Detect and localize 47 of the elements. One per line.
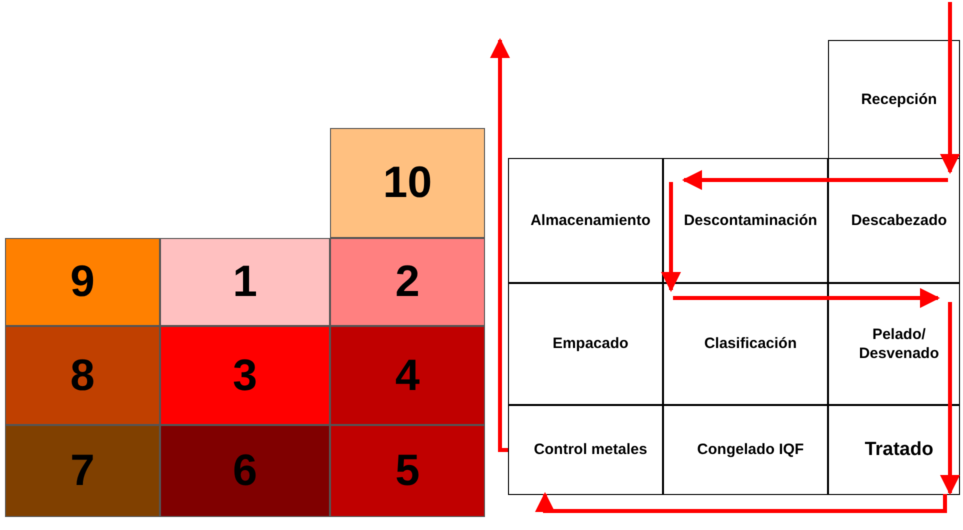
zone-number: 2 <box>395 257 420 307</box>
zone-number: 4 <box>395 350 420 400</box>
process-cell <box>508 405 663 495</box>
process-label: Descabezado <box>851 210 947 230</box>
zone-number: 10 <box>383 158 432 208</box>
process-label: Recepción <box>861 90 937 110</box>
process-label: Empacado <box>552 334 628 354</box>
zone-cell <box>330 238 485 326</box>
process-cell <box>508 158 663 283</box>
process-cell <box>663 158 828 283</box>
process-label: Control metales <box>534 440 648 460</box>
zone-number: 5 <box>395 446 420 496</box>
zone-cell <box>160 238 330 326</box>
zone-cell <box>330 128 485 238</box>
process-label: Congelado IQF <box>697 440 804 460</box>
process-cell <box>663 405 828 495</box>
process-label: Descontaminación <box>684 210 818 230</box>
process-cell <box>508 283 663 405</box>
flow-arrow <box>682 170 948 190</box>
zone-cell <box>330 326 485 425</box>
zone-number: 7 <box>70 446 95 496</box>
process-label: Clasificación <box>704 334 797 354</box>
zone-number: 1 <box>232 257 258 307</box>
process-label: Almacenamiento <box>530 210 651 230</box>
zone-number: 9 <box>70 257 95 307</box>
flow-arrow <box>490 38 510 452</box>
flow-arrow <box>535 492 947 513</box>
zone-number: 6 <box>232 446 258 496</box>
process-cell <box>828 283 960 405</box>
process-cell <box>828 405 960 495</box>
process-cell <box>828 40 960 159</box>
zone-number: 8 <box>70 350 95 400</box>
process-cell <box>663 283 828 405</box>
flow-arrow <box>673 288 940 308</box>
flow-arrow <box>940 2 960 174</box>
zone-cell <box>160 326 330 425</box>
process-cell <box>828 158 960 283</box>
zone-cell <box>5 238 160 326</box>
process-label: Pelado/ Desvenado <box>858 324 940 364</box>
flow-arrow <box>661 182 681 292</box>
zone-cell <box>330 425 485 517</box>
flow-arrow <box>940 302 960 495</box>
process-label: Tratado <box>864 438 934 462</box>
zone-cell <box>160 425 330 517</box>
zone-cell <box>5 326 160 425</box>
zone-cell <box>5 425 160 517</box>
zone-number: 3 <box>232 350 258 400</box>
